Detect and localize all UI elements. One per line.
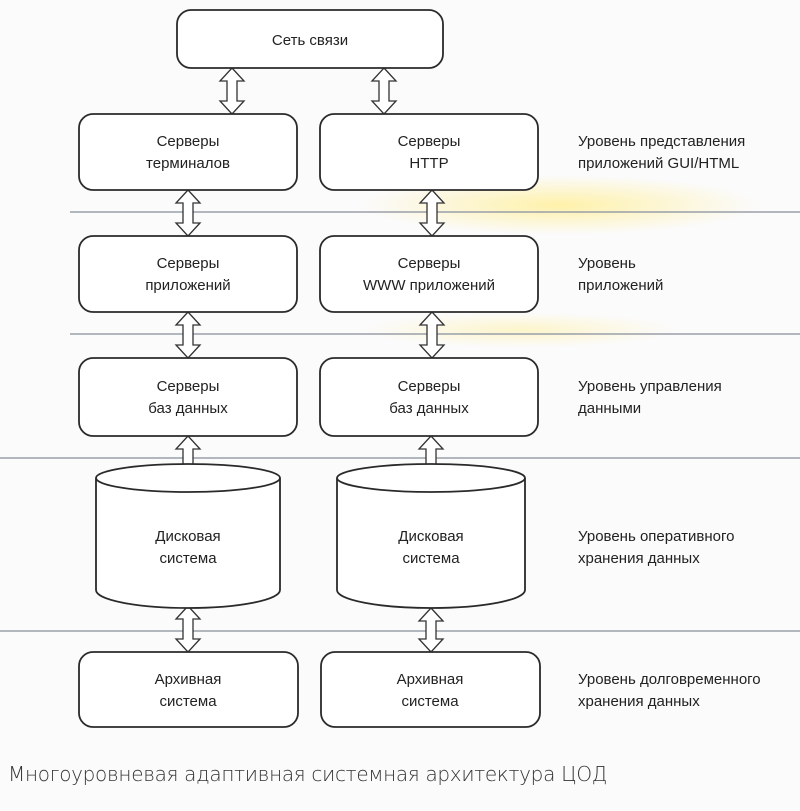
level-label: Уровень оперативного bbox=[578, 528, 734, 545]
http-servers-box bbox=[319, 113, 539, 191]
bidirectional-arrow-icon bbox=[174, 189, 202, 237]
bidirectional-arrow-icon bbox=[417, 607, 445, 653]
www-app-servers-box bbox=[319, 235, 539, 313]
box-text: система bbox=[402, 550, 460, 567]
box-text: Серверы bbox=[157, 133, 220, 150]
level-label: Уровень долговременного bbox=[578, 671, 761, 688]
box-text: терминалов bbox=[146, 155, 230, 172]
level-label: Уровень bbox=[578, 255, 636, 272]
cylinder-rim bbox=[95, 477, 281, 493]
box-text: Серверы bbox=[398, 255, 461, 272]
box-text: система bbox=[401, 693, 459, 710]
level-label: данными bbox=[578, 400, 641, 417]
box-text: HTTP bbox=[409, 155, 448, 172]
box-text: Дисковая bbox=[155, 528, 220, 545]
box-text: Серверы bbox=[157, 255, 220, 272]
box-text: Архивная bbox=[155, 671, 222, 688]
app-servers-box bbox=[78, 235, 298, 313]
bidirectional-arrow-icon bbox=[174, 605, 202, 653]
box-text: Архивная bbox=[397, 671, 464, 688]
bidirectional-arrow-icon bbox=[174, 311, 202, 359]
box-text: Серверы bbox=[157, 378, 220, 395]
box-text: система bbox=[159, 550, 217, 567]
box-text: WWW приложений bbox=[363, 277, 495, 294]
db-servers-box bbox=[78, 357, 298, 437]
level-label: хранения данных bbox=[578, 550, 700, 567]
box-text: приложений bbox=[145, 277, 230, 294]
level-label: Уровень управления bbox=[578, 378, 722, 395]
box-text: баз данных bbox=[389, 400, 469, 417]
disk-system-cylinder bbox=[95, 463, 281, 609]
box-text: баз данных bbox=[148, 400, 228, 417]
archive-system-box bbox=[320, 651, 541, 728]
cylinder-rim bbox=[336, 477, 526, 493]
level-label: приложений GUI/HTML bbox=[578, 155, 739, 172]
bidirectional-arrow-icon bbox=[218, 67, 246, 115]
figure-caption: Многоуровневая адаптивная системная архи… bbox=[8, 762, 607, 786]
network-box bbox=[176, 9, 444, 69]
terminal-servers-box bbox=[78, 113, 298, 191]
level-label: Уровень представления bbox=[578, 133, 745, 150]
bidirectional-arrow-icon bbox=[370, 67, 398, 115]
highlight-glow bbox=[360, 312, 680, 348]
level-label: хранения данных bbox=[578, 693, 700, 710]
box-text: Дисковая bbox=[398, 528, 463, 545]
level-label: приложений bbox=[578, 277, 663, 294]
box-text: Серверы bbox=[398, 133, 461, 150]
disk-system-cylinder bbox=[336, 463, 526, 609]
network-label: Сеть связи bbox=[272, 32, 348, 49]
db-servers-box bbox=[319, 357, 539, 437]
archive-system-box bbox=[78, 651, 299, 728]
box-text: система bbox=[159, 693, 217, 710]
box-text: Серверы bbox=[398, 378, 461, 395]
